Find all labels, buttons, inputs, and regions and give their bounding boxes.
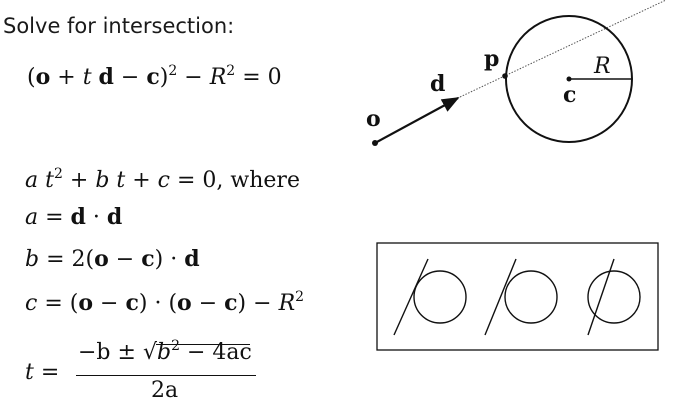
case-circle-intersect xyxy=(587,270,641,324)
cases-box xyxy=(376,242,659,351)
case-line-intersect xyxy=(587,258,615,336)
coefficient-c: c = (o − c) · (o − c) − R2 xyxy=(25,289,305,316)
sqrt-vinculum xyxy=(156,344,250,346)
root-formula-numerator: −b ± √b2 − 4ac xyxy=(78,338,252,365)
case-line-tangent xyxy=(484,258,517,336)
label-direction: d xyxy=(430,71,445,97)
heading: Solve for intersection: xyxy=(3,14,235,38)
case-line-miss xyxy=(393,258,429,336)
case-circle-miss xyxy=(413,270,467,324)
ray-origin-point xyxy=(372,140,378,146)
root-formula-lhs: t = xyxy=(25,360,60,385)
coefficient-b: b = 2(o − c) · d xyxy=(25,246,200,272)
fraction-bar xyxy=(76,375,256,377)
label-origin: o xyxy=(366,106,381,132)
root-formula-denominator: 2a xyxy=(151,378,179,403)
intersection-equation: (o + t d − c)2 − R2 = 0 xyxy=(27,63,282,90)
label-intersection: p xyxy=(484,46,499,72)
quadratic-equation: a t2 + b t + c = 0, where xyxy=(25,166,300,193)
ray-extension-dotted xyxy=(459,0,667,98)
coefficient-a: a = d · d xyxy=(25,204,123,230)
direction-arrow xyxy=(374,97,460,144)
label-radius: R xyxy=(593,54,611,79)
case-circle-tangent xyxy=(504,270,558,324)
intersection-point xyxy=(502,73,508,79)
label-center: c xyxy=(563,82,576,108)
